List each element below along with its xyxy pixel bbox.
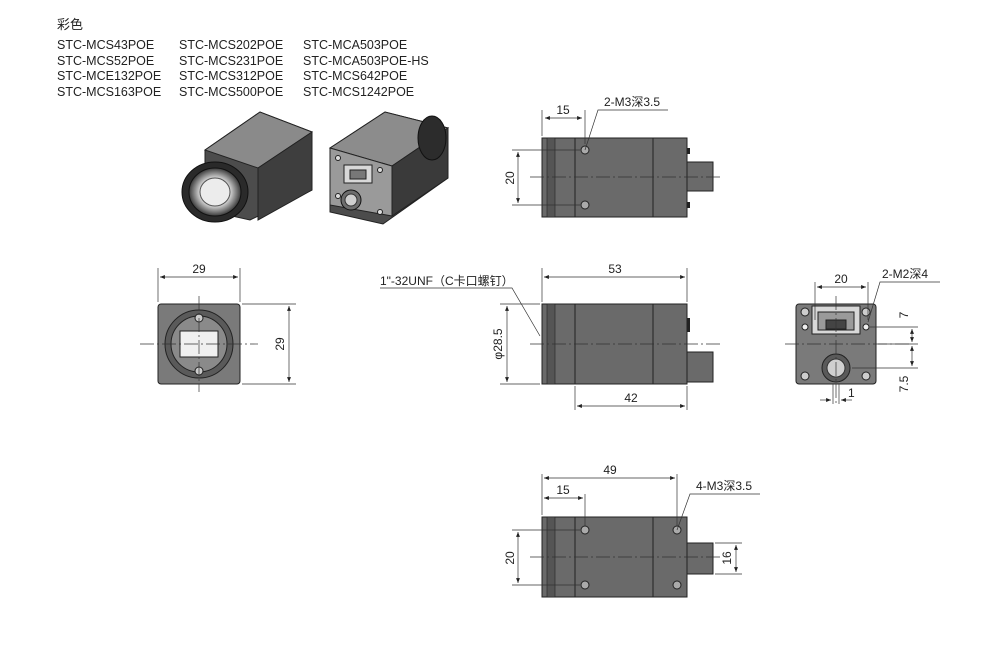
note-rear-holes: 2-M2深4 <box>882 267 928 281</box>
dim-bottom-16: 16 <box>720 551 734 565</box>
dim-top-20: 20 <box>503 171 517 185</box>
dim-side-53: 53 <box>608 262 622 276</box>
side-view: 53 1"-32UNF（C卡口螺钉） φ28.5 42 <box>380 262 720 410</box>
dim-rear-20: 20 <box>834 272 848 286</box>
model-name: STC-MCS52POE <box>57 53 155 68</box>
dim-front-29-height: 29 <box>273 337 287 351</box>
note-c-mount: 1"-32UNF（C卡口螺钉） <box>380 274 514 288</box>
dim-bottom-15: 15 <box>556 483 570 497</box>
model-name: STC-MCE132POE <box>57 69 162 83</box>
front-view: 29 29 <box>140 262 296 392</box>
model-name: STC-MCS642POE <box>303 69 408 83</box>
dim-side-diameter: φ28.5 <box>491 328 505 359</box>
note-top-holes: 2-M3深3.5 <box>604 95 660 109</box>
model-list: STC-MCS43POE STC-MCS202POE STC-MCA503POE… <box>57 38 453 100</box>
dim-top-15: 15 <box>556 103 570 117</box>
model-name: STC-MCS43POE <box>57 38 155 52</box>
dim-rear-7: 7 <box>897 311 911 318</box>
model-name: STC-MCS163POE <box>57 84 162 99</box>
dim-rear-1: 1 <box>848 386 855 400</box>
dim-bottom-20: 20 <box>503 551 517 565</box>
model-name: STC-MCA503POE <box>303 38 408 52</box>
top-view: 15 2-M3深3.5 20 <box>503 95 720 218</box>
camera-render-rear <box>328 111 450 225</box>
note-bottom-holes: 4-M3深3.5 <box>696 479 752 493</box>
dim-side-42: 42 <box>624 391 638 405</box>
colour-heading: 彩色 <box>57 17 84 32</box>
dim-rear-7-5: 7.5 <box>897 375 911 392</box>
model-name: STC-MCS231POE <box>179 53 284 68</box>
rear-view: 20 2-M2深4 7 7.5 1 <box>785 267 940 405</box>
model-name: STC-MCS500POE <box>179 84 284 99</box>
model-name: STC-MCA503POE-HS <box>303 53 429 68</box>
model-name: STC-MCS312POE <box>179 69 284 83</box>
model-name: STC-MCS1242POE <box>303 84 415 99</box>
model-name: STC-MCS202POE <box>179 38 284 52</box>
dim-front-29-width: 29 <box>192 262 206 276</box>
dim-bottom-49: 49 <box>603 463 617 477</box>
camera-render-front <box>181 111 314 223</box>
bottom-view: 49 15 4-M3深3.5 20 16 <box>503 463 760 598</box>
